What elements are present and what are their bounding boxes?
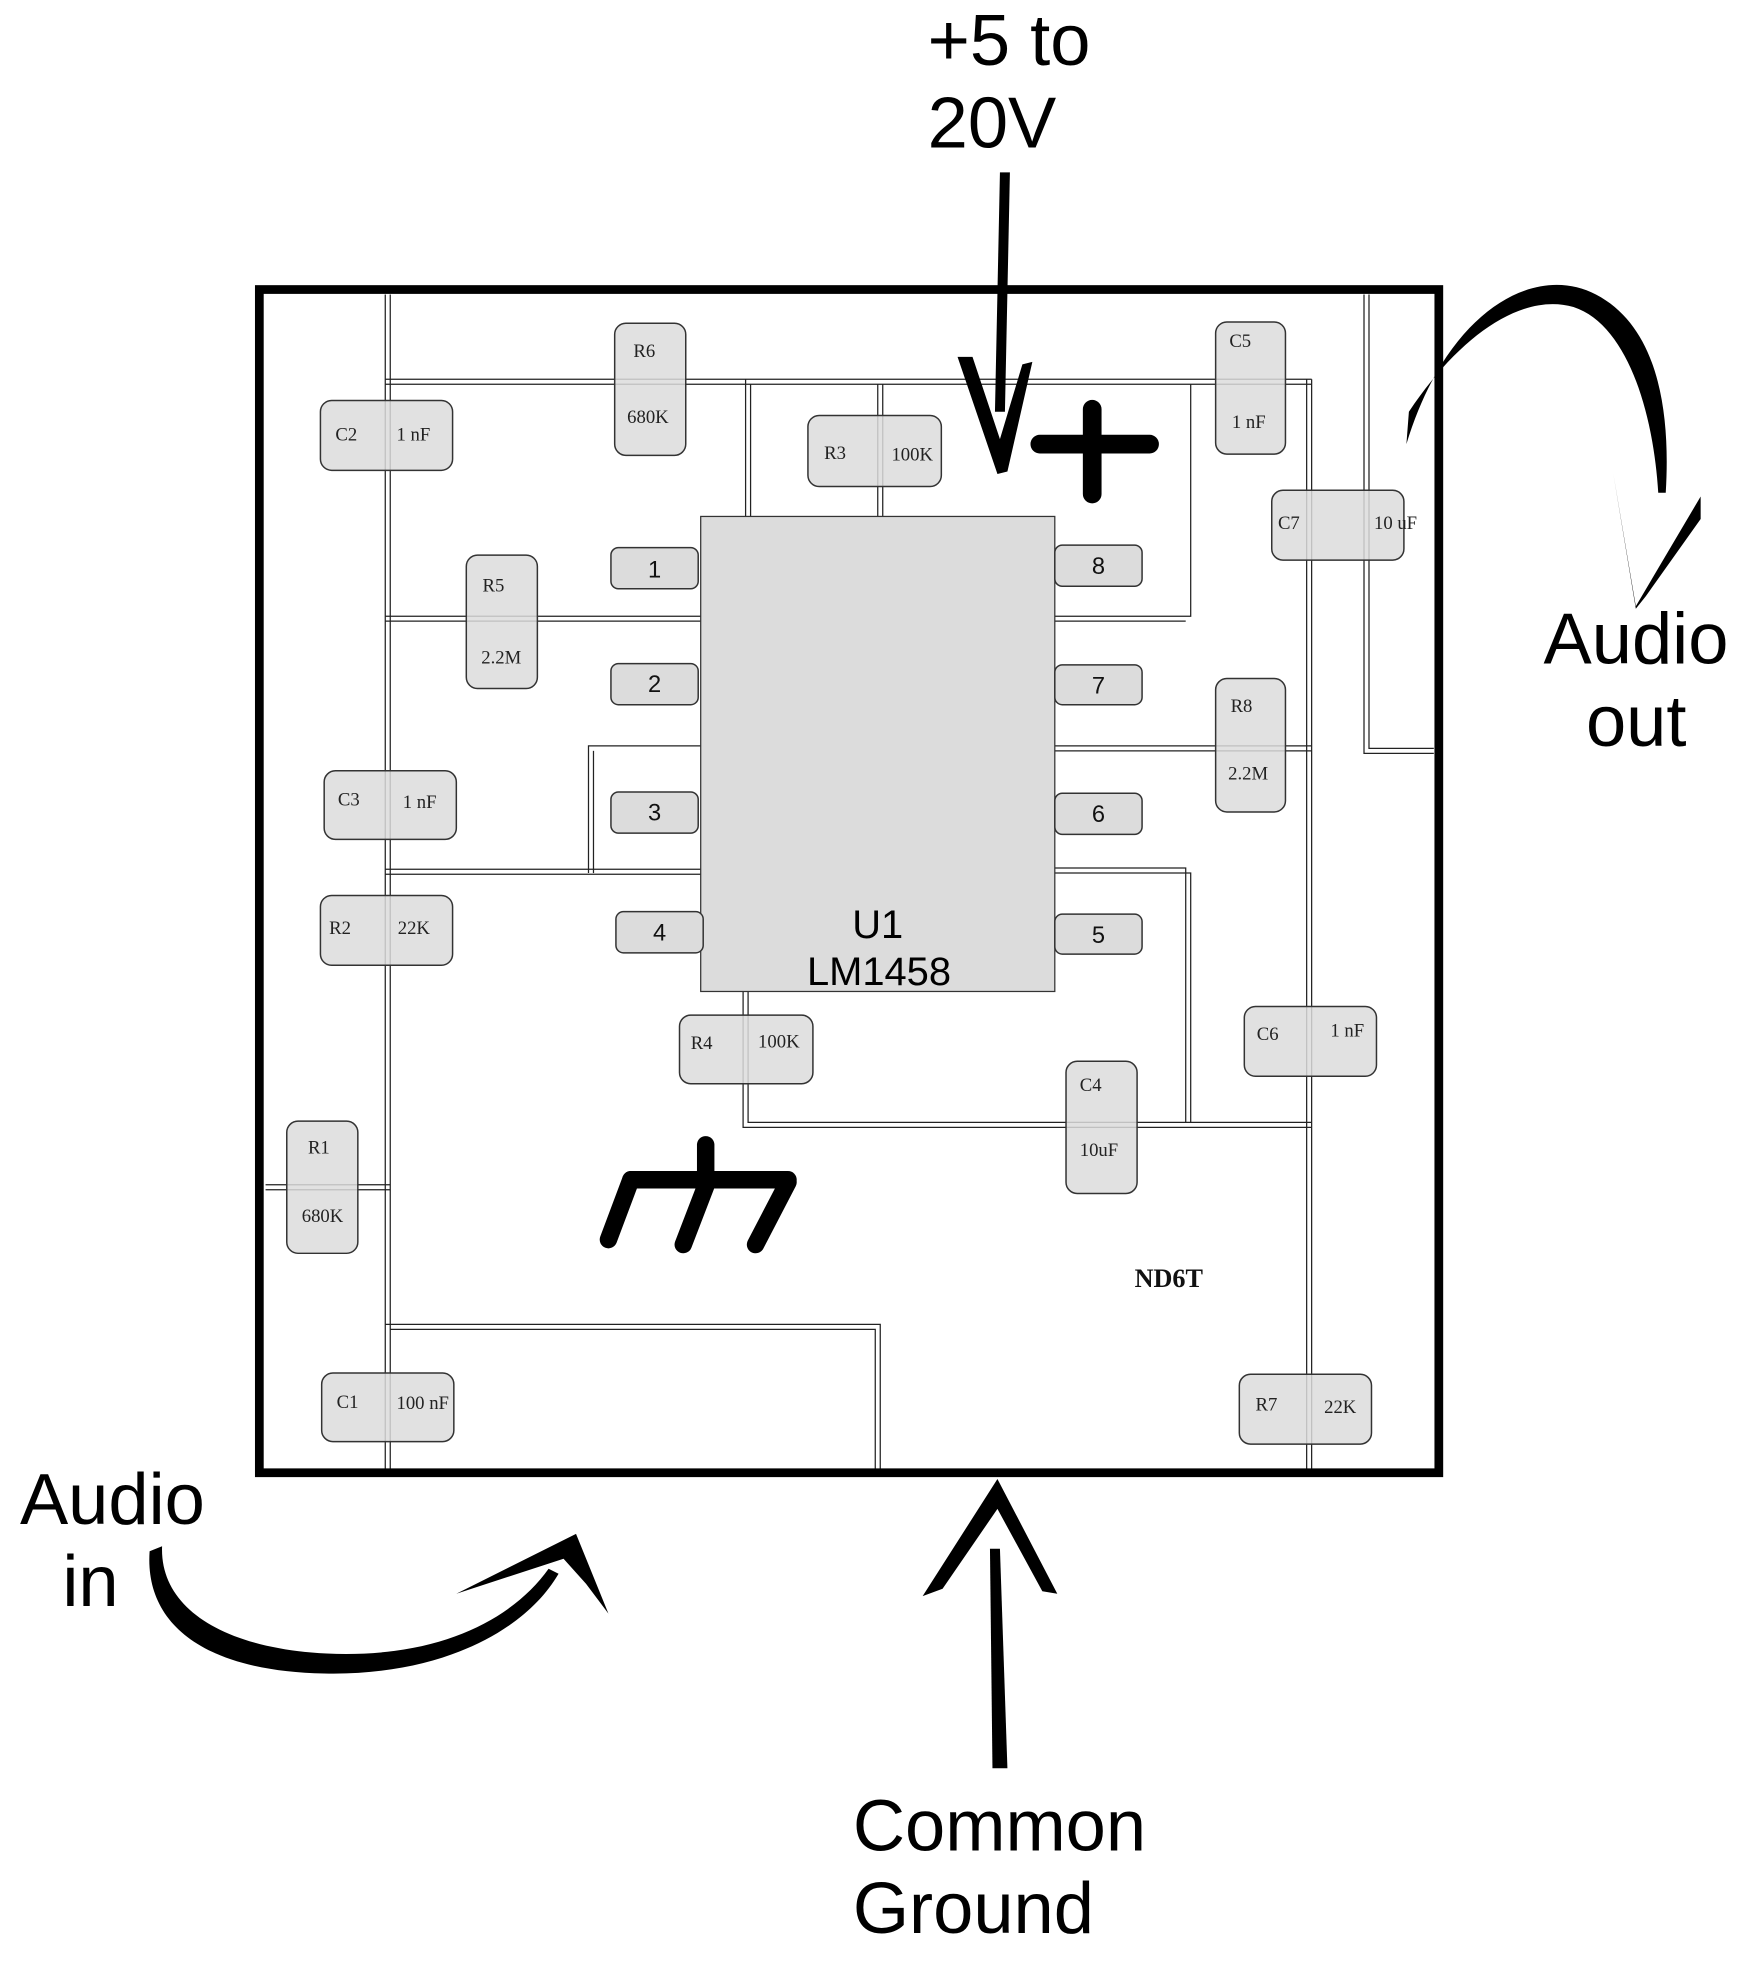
- svg-text:100 nF: 100 nF: [396, 1393, 448, 1414]
- svg-text:2.2M: 2.2M: [481, 648, 521, 669]
- svg-text:in: in: [62, 1542, 118, 1622]
- svg-text:10uF: 10uF: [1080, 1140, 1118, 1161]
- chip-u1: U1 LM1458: [700, 515, 1056, 994]
- svg-text:22K: 22K: [398, 918, 431, 939]
- audio-out-label: Audio out: [1544, 600, 1729, 762]
- component-r7: R7 22K: [1238, 1373, 1373, 1445]
- svg-text:R8: R8: [1231, 696, 1253, 717]
- chip-part-number: LM1458: [807, 950, 951, 994]
- component-r8: R8 2.2M: [1214, 677, 1287, 813]
- supply-arrow: [994, 172, 1010, 412]
- component-c1: C1 100 nF: [320, 1372, 455, 1443]
- svg-text:1 nF: 1 nF: [1330, 1020, 1364, 1041]
- svg-text:1 nF: 1 nF: [403, 792, 437, 813]
- component-r4: R4 100K: [678, 1014, 814, 1085]
- svg-text:C6: C6: [1257, 1024, 1279, 1045]
- svg-text:Ground: Ground: [853, 1869, 1094, 1949]
- chip-body: [700, 515, 1056, 993]
- svg-text:6: 6: [1092, 802, 1105, 828]
- svg-text:20V: 20V: [928, 83, 1057, 163]
- component-r2: R2 22K: [319, 894, 454, 967]
- pin-5: 5: [1054, 913, 1143, 955]
- svg-text:out: out: [1586, 682, 1687, 762]
- ground-label: Common Ground: [853, 1787, 1146, 1949]
- component-r1: R1 680K: [286, 1120, 359, 1255]
- svg-text:7: 7: [1092, 673, 1105, 699]
- component-c4: C4 10uF: [1065, 1060, 1138, 1195]
- designer-signature: ND6T: [1135, 1264, 1204, 1293]
- svg-text:3: 3: [648, 801, 661, 827]
- svg-text:C1: C1: [337, 1392, 359, 1413]
- svg-text:C7: C7: [1278, 513, 1300, 534]
- pin-4: 4: [615, 910, 704, 954]
- svg-text:4: 4: [653, 920, 666, 946]
- supply-label: +5 to 20V: [928, 1, 1091, 163]
- svg-text:1 nF: 1 nF: [396, 424, 430, 445]
- svg-text:22K: 22K: [1324, 1397, 1357, 1418]
- svg-text:10 uF: 10 uF: [1374, 513, 1417, 534]
- component-c3: C3 1 nF: [323, 770, 458, 841]
- svg-text:C5: C5: [1229, 331, 1251, 352]
- component-c5: C5 1 nF: [1214, 321, 1287, 455]
- svg-text:R4: R4: [691, 1033, 713, 1054]
- vplus-symbol: [957, 356, 1159, 504]
- svg-text:Common: Common: [853, 1787, 1146, 1867]
- component-r5: R5 2.2M: [465, 554, 539, 690]
- pin-3: 3: [610, 791, 699, 834]
- pin-2: 2: [610, 662, 699, 706]
- svg-text:R3: R3: [824, 443, 846, 464]
- plus-icon: [1030, 399, 1159, 504]
- svg-text:C2: C2: [335, 424, 357, 445]
- pin-6: 6: [1054, 792, 1143, 836]
- pin-8: 8: [1054, 544, 1143, 588]
- svg-text:R5: R5: [483, 575, 505, 596]
- components: C1 100 nF C2 1 nF C3 1 nF C4 10uF C5 1 n…: [286, 321, 1417, 1445]
- svg-text:C3: C3: [338, 790, 360, 811]
- svg-text:C4: C4: [1080, 1075, 1102, 1096]
- svg-text:100K: 100K: [758, 1032, 800, 1053]
- svg-text:8: 8: [1092, 554, 1105, 580]
- svg-text:R2: R2: [329, 918, 351, 939]
- v-glyph: [957, 356, 1033, 475]
- pin-7: 7: [1054, 664, 1143, 706]
- component-r3: R3 100K: [807, 414, 943, 488]
- audio-out-arrow: [1406, 284, 1701, 609]
- chip-ref: U1: [852, 903, 903, 947]
- chip-pins: 1 2 3 4 5 6 7 8: [610, 544, 1143, 955]
- svg-text:100K: 100K: [891, 444, 933, 465]
- component-r6: R6 680K: [613, 322, 687, 457]
- svg-text:R7: R7: [1256, 1394, 1278, 1415]
- pin-1: 1: [610, 546, 699, 590]
- svg-text:1 nF: 1 nF: [1232, 412, 1266, 433]
- svg-text:2.2M: 2.2M: [1228, 764, 1268, 785]
- ground-symbol-icon: [599, 1136, 797, 1254]
- svg-text:R1: R1: [308, 1138, 330, 1159]
- svg-text:680K: 680K: [302, 1206, 344, 1227]
- component-c6: C6 1 nF: [1243, 1005, 1378, 1078]
- svg-text:+5 to: +5 to: [928, 1, 1091, 81]
- board-outline: [254, 285, 1444, 1478]
- svg-text:1: 1: [648, 558, 661, 584]
- ground-arrow: [922, 1478, 1058, 1769]
- component-c2: C2 1 nF: [319, 399, 454, 472]
- svg-text:680K: 680K: [627, 407, 669, 428]
- svg-text:5: 5: [1092, 923, 1105, 949]
- component-c7: C7 10 uF: [1270, 489, 1417, 561]
- svg-text:Audio: Audio: [20, 1460, 205, 1540]
- audio-in-label: Audio in: [20, 1460, 205, 1622]
- audio-in-arrow: [149, 1533, 609, 1674]
- svg-text:2: 2: [648, 672, 661, 698]
- svg-text:R6: R6: [633, 341, 655, 362]
- svg-text:Audio: Audio: [1544, 600, 1729, 680]
